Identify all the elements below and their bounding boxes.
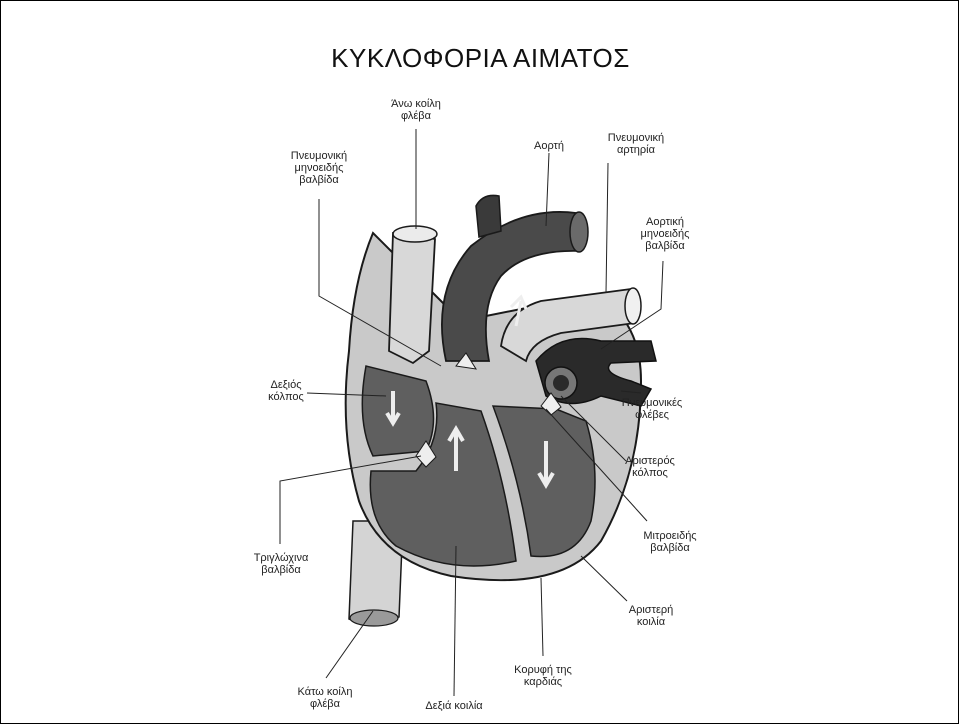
label-mitral-valve: Μιτροειδήςβαλβίδα <box>643 530 696 554</box>
right-atrium-chamber <box>362 366 433 456</box>
leader-pulmonary-artery <box>606 163 608 293</box>
label-tricuspid-valve: Τριγλώχιναβαλβίδα <box>254 552 309 576</box>
label-right-ventricle: Δεξιά κοιλία <box>425 700 483 712</box>
label-left-ventricle: Αριστερήκοιλία <box>629 604 673 628</box>
label-aortic-semilunar-valve: Αορτικήμηνοειδήςβαλβίδα <box>641 216 690 252</box>
label-superior-vena-cava: Άνω κοίληφλέβα <box>391 98 441 122</box>
label-right-atrium: Δεξιόςκόλπος <box>268 379 304 403</box>
superior-vena-cava-shape <box>389 233 435 363</box>
heart-illustration <box>346 195 656 626</box>
label-left-atrium: Αριστερόςκόλπος <box>625 455 675 479</box>
label-pulmonary-semilunar-valve: Πνευμονικήμηνοειδήςβαλβίδα <box>291 150 347 186</box>
leader-left-ventricle <box>581 556 627 601</box>
label-pulmonary-artery: Πνευμονικήαρτηρία <box>608 132 664 156</box>
label-inferior-vena-cava: Κάτω κοίληφλέβα <box>298 686 353 710</box>
label-apex: Κορυφή τηςκαρδιάς <box>514 664 572 688</box>
leader-inferior-vena-cava <box>326 611 373 678</box>
label-aorta: Αορτή <box>534 140 564 152</box>
leader-apex <box>541 578 543 656</box>
